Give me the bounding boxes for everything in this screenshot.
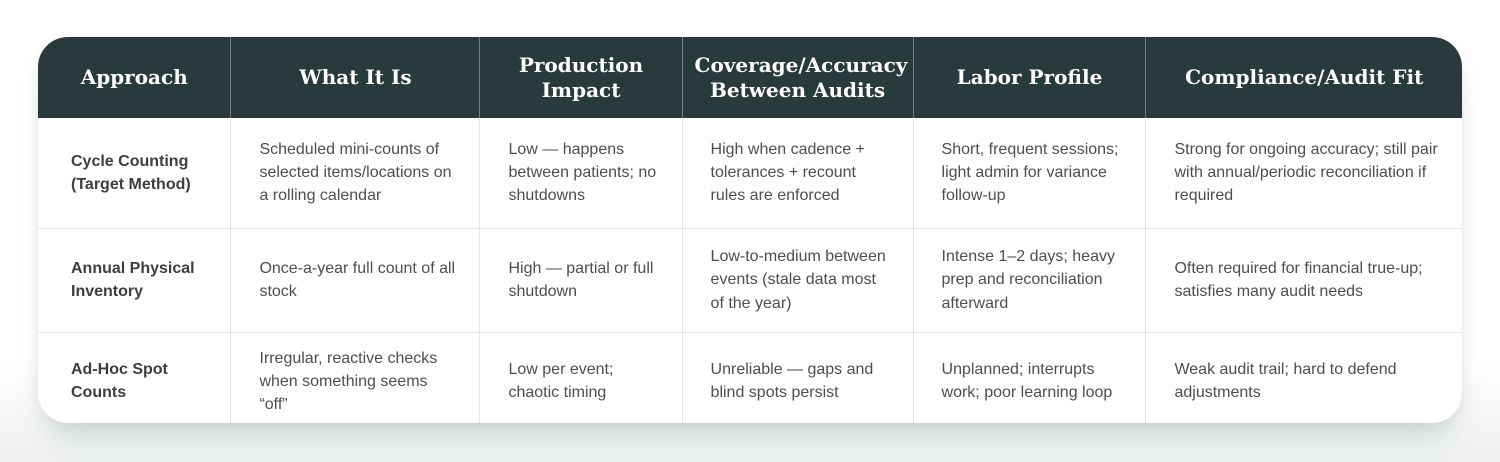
cell-compliance-audit-fit: Strong for ongoing accuracy; still pair … [1145,118,1462,228]
cell-labor-profile: Intense 1–2 days; heavy prep and reconci… [912,228,1146,332]
row-label: Ad-Hoc Spot Counts [71,361,168,402]
header-production-impact: Production Impact [479,37,683,118]
table-header-row: Approach What It Is Production Impact Co… [38,37,1462,118]
cell-what-it-is: Once-a-year full count of all stock [230,228,480,332]
cell-what-it-is: Irregular, reactive checks when somethin… [230,332,480,423]
row-label: Cycle Counting (Target Method) [71,152,191,193]
inventory-counting-comparison-table: Approach What It Is Production Impact Co… [38,37,1462,423]
header-coverage-accuracy: Coverage/Accuracy Between Audits [681,37,914,118]
cell-compliance-audit-fit: Weak audit trail; hard to defend adjustm… [1145,332,1462,423]
header-labor-profile: Labor Profile [912,37,1146,118]
cell-coverage-accuracy: High when cadence + tolerances + recount… [681,118,914,228]
cell-labor-profile: Unplanned; interrupts work; poor learnin… [912,332,1146,423]
table-row-cycle-counting: Cycle Counting (Target Method) Scheduled… [38,118,1462,228]
cell-compliance-audit-fit: Often required for financial true-up; sa… [1145,228,1462,332]
header-what-it-is: What It Is [230,37,480,118]
cell-coverage-accuracy: Low-to-medium between events (stale data… [681,228,914,332]
comparison-table-card: Approach What It Is Production Impact Co… [38,37,1462,423]
table-row-ad-hoc-spot-counts: Ad-Hoc Spot Counts Irregular, reactive c… [38,332,1462,423]
cell-coverage-accuracy: Unreliable — gaps and blind spots persis… [681,332,914,423]
cell-production-impact: Low per event; chaotic timing [479,332,683,423]
cell-labor-profile: Short, frequent sessions; light admin fo… [912,118,1146,228]
cell-production-impact: High — partial or full shutdown [479,228,683,332]
row-label: Annual Physical Inventory [71,259,195,300]
cell-what-it-is: Scheduled mini-counts of selected items/… [230,118,480,228]
header-compliance-audit-fit: Compliance/Audit Fit [1145,37,1462,118]
table-row-annual-physical-inventory: Annual Physical Inventory Once-a-year fu… [38,228,1462,332]
header-approach: Approach [38,37,231,118]
cell-production-impact: Low — happens between patients; no shutd… [479,118,683,228]
